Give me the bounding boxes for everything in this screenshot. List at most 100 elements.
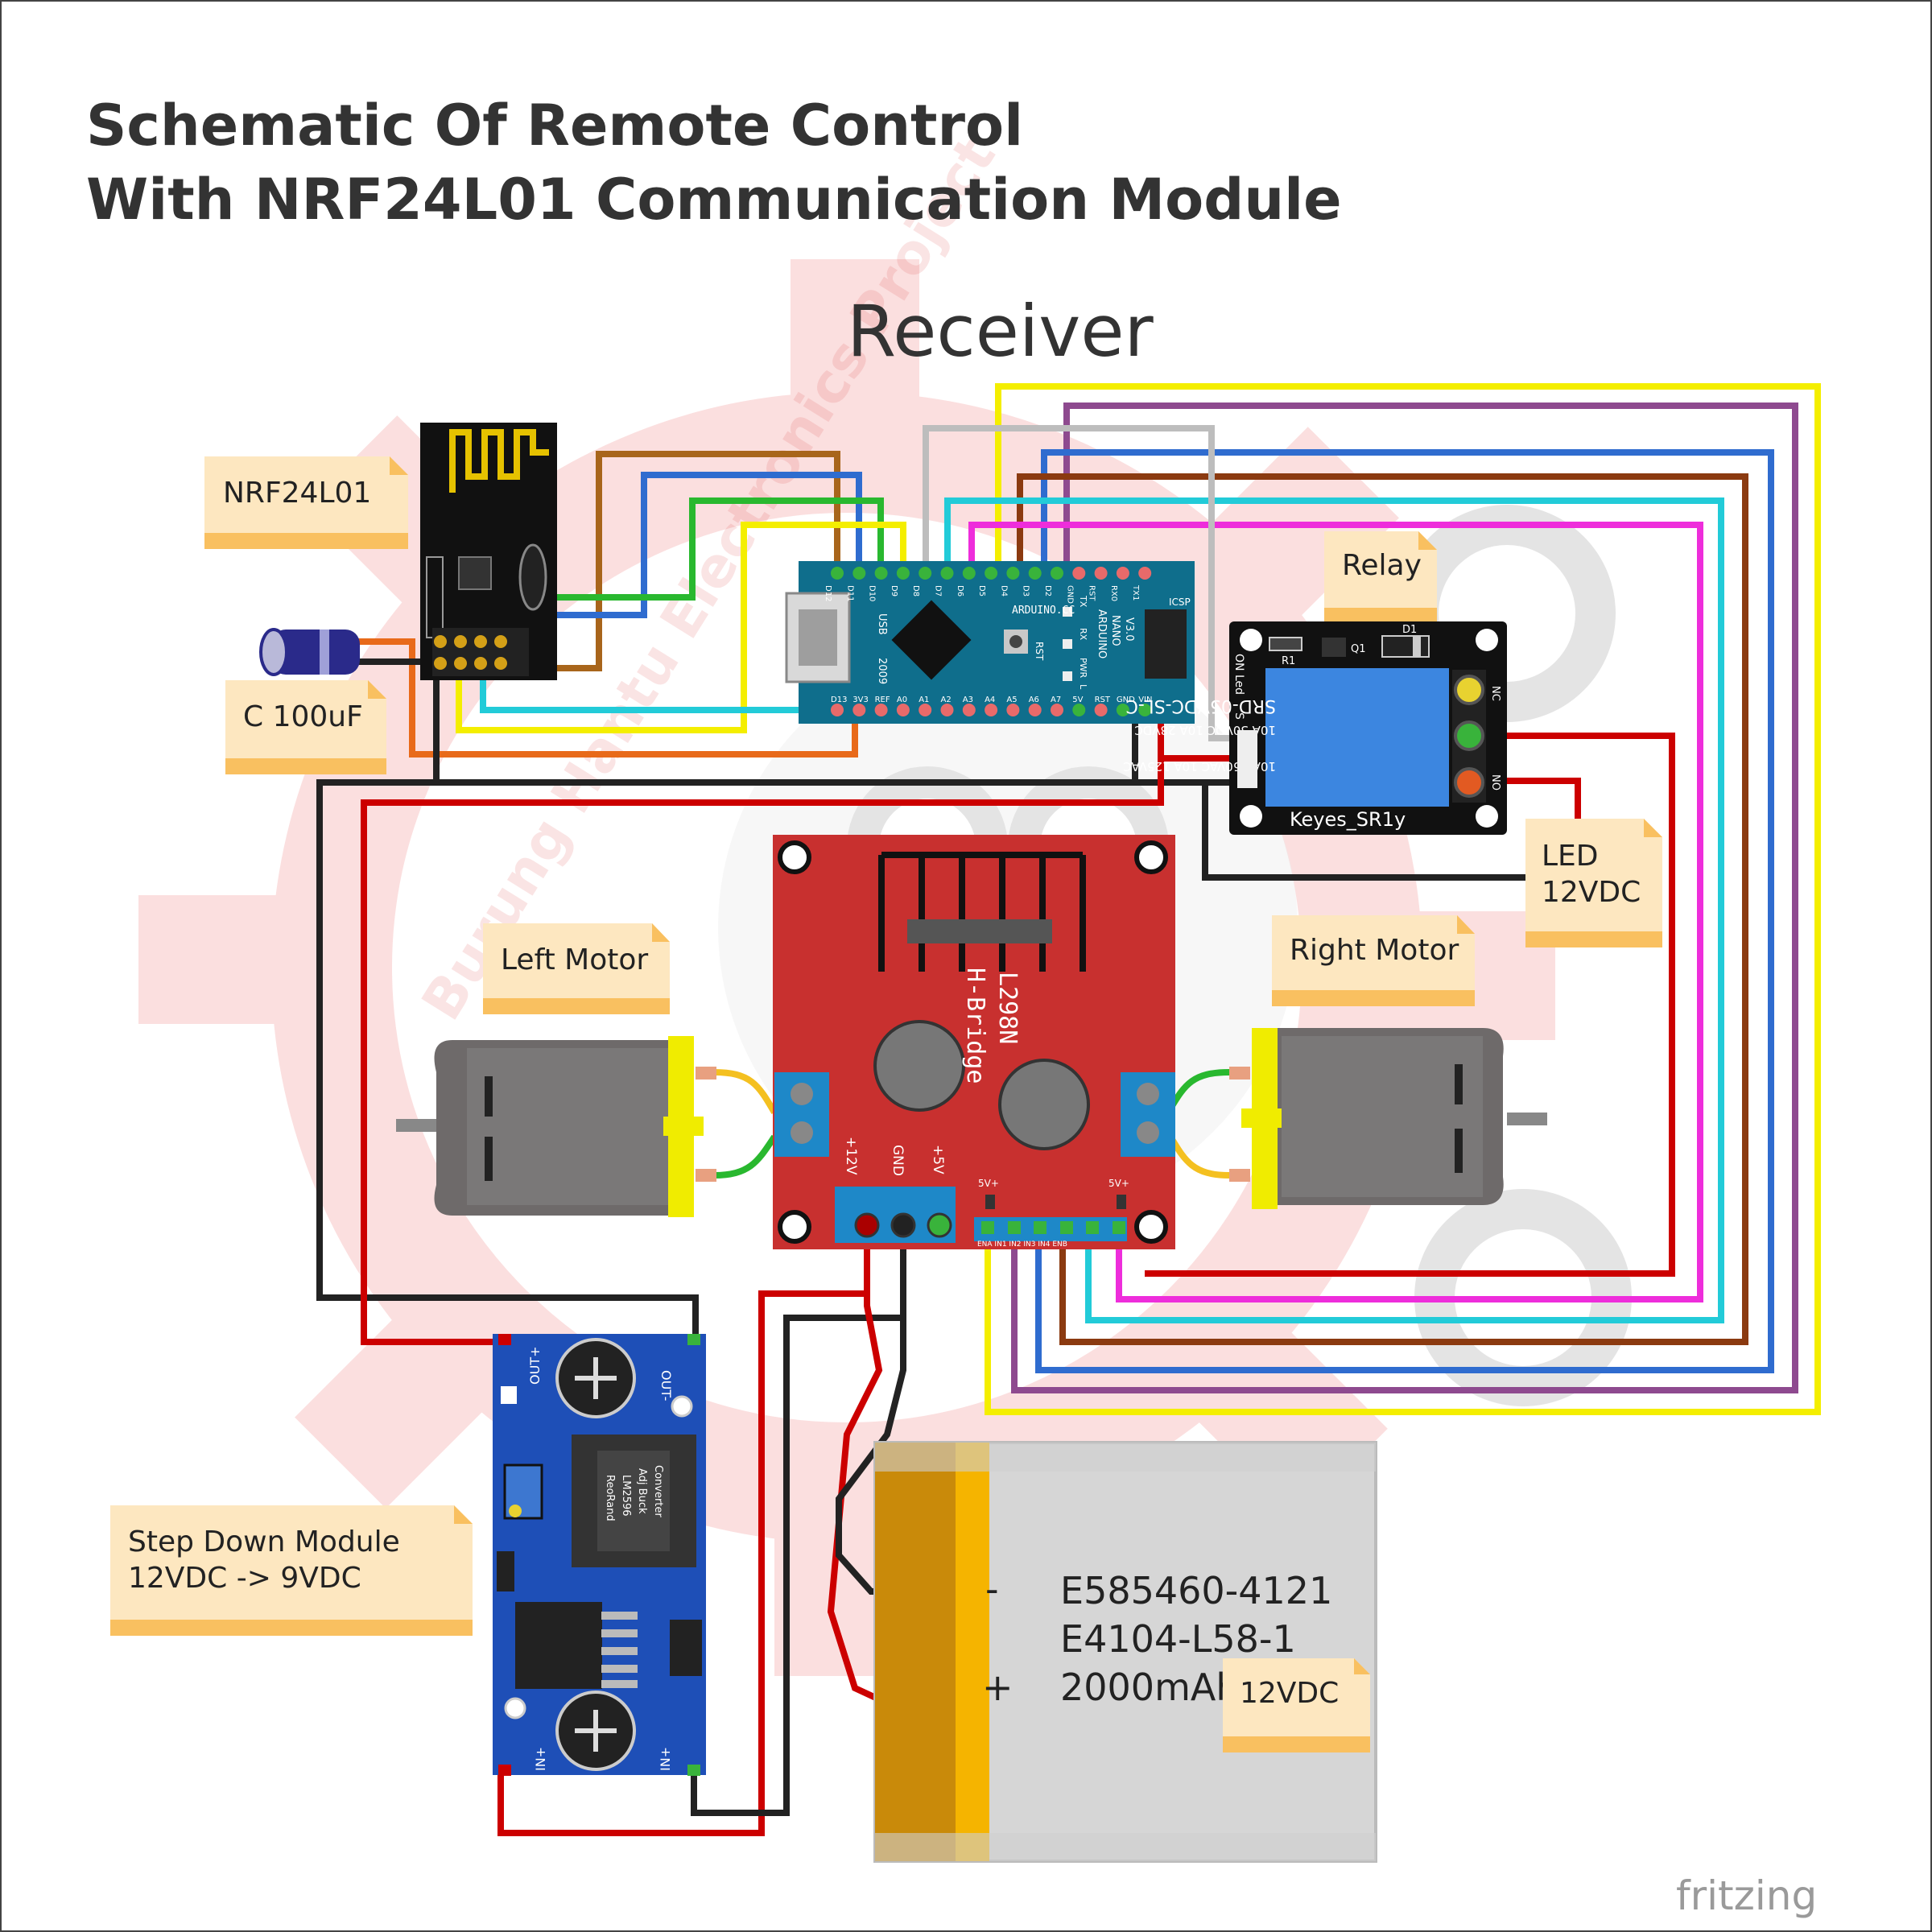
arduino-rx-label: RX <box>1078 628 1088 641</box>
title-line-1: Schematic Of Remote Control <box>86 93 1023 159</box>
hbridge-5v-label: +5V <box>930 1145 946 1174</box>
arduino-top-pin-label: D3 <box>1022 585 1030 597</box>
arduino-bottom-pin <box>962 704 976 716</box>
wire-magenta-outer <box>968 522 1703 1302</box>
note-nrf24l01-text: NRF24L01 <box>223 477 371 510</box>
relay-r1-label: R1 <box>1282 655 1295 667</box>
hbridge-pin-labels: ENA IN1 IN2 IN3 IN4 ENB <box>977 1241 1067 1249</box>
arduino-bottom-pin <box>1028 704 1042 716</box>
battery-label-2: E4104-L58-1 <box>1060 1617 1296 1661</box>
wire-purple-outer <box>1011 402 1798 1393</box>
note-led: LED 12VDC <box>1525 819 1662 947</box>
hbridge-gnd-label: GND <box>890 1145 906 1176</box>
subtitle-receiver: Receiver <box>847 290 1154 373</box>
arduino-bottom-pin-label: A4 <box>985 696 995 704</box>
lm2596-chip-label-3: Adj Buck <box>636 1468 648 1514</box>
right-motor <box>1229 1028 1547 1209</box>
arduino-bottom-pin <box>852 704 866 716</box>
battery-minus-label: - <box>985 1567 999 1611</box>
arduino-top-pin <box>874 567 888 580</box>
wire-red-vin <box>361 710 1164 1345</box>
arduino-bottom-pin <box>985 704 998 716</box>
wire-cyan-outer <box>944 497 1724 1323</box>
relay-module: R1 Q1 D1 SRD-05VDC-SL-C 10A 30VDC 10A 28… <box>1123 621 1507 835</box>
capacitor-100uf <box>259 628 360 676</box>
arduino-rst-label: RST <box>1034 642 1045 661</box>
arduino-bottom-pin-label: A1 <box>919 696 929 704</box>
hbridge-control-pins <box>981 1221 1125 1234</box>
hbridge-label-2: H-Bridge <box>961 968 989 1084</box>
lm2596-out-plus-label: OUT+ <box>527 1347 543 1385</box>
arduino-bottom-pin <box>940 704 954 716</box>
arduino-top-pin <box>1028 567 1042 580</box>
arduino-bottom-pin <box>1138 704 1152 716</box>
arduino-l-label: L <box>1078 684 1088 690</box>
arduino-bottom-pin-label: D13 <box>831 696 847 704</box>
note-step-down-text-2: 12VDC -> 9VDC <box>128 1562 361 1595</box>
arduino-bottom-pin <box>1072 704 1086 716</box>
lm2596-out-minus-label: OUT- <box>658 1370 674 1401</box>
note-capacitor: C 100uF <box>225 680 386 774</box>
arduino-bottom-pin-label: A2 <box>941 696 952 704</box>
arduino-model-label-2: NANO <box>1109 615 1121 646</box>
arduino-bottom-pin <box>1051 704 1063 716</box>
arduino-top-pin-label: D7 <box>934 585 943 597</box>
note-battery-voltage: 12VDC <box>1223 1658 1370 1752</box>
arduino-top-pin <box>919 567 932 580</box>
left-motor <box>396 1036 716 1217</box>
arduino-bottom-pin-label: A5 <box>1006 696 1017 704</box>
arduino-top-pin-label: D5 <box>977 585 986 597</box>
arduino-top-pin-label: D11 <box>845 585 854 601</box>
relay-nc-label: NC <box>1489 686 1501 701</box>
wire-ochre-nrf <box>478 451 840 671</box>
title-line-2: With NRF24L01 Communication Module <box>86 167 1342 233</box>
arduino-top-pin-label: D2 <box>1043 585 1052 597</box>
arduino-bottom-pin <box>896 704 910 716</box>
wire-brown-outer <box>1017 473 1748 1345</box>
lm2596-in-plus-right-label: IN+ <box>658 1747 673 1771</box>
arduino-bottom-pin <box>831 704 844 716</box>
l298n-hbridge: L298N H-Bridge +12V GND +5V 5V+ 5V+ ENA … <box>773 835 1175 1249</box>
wire-black-led <box>1202 782 1527 881</box>
relay-s-label: S <box>1232 712 1245 720</box>
arduino-top-pin <box>1094 567 1108 580</box>
relay-name-label: Keyes_SR1y <box>1290 808 1406 831</box>
hbridge-5v-right-label: 5V+ <box>1108 1178 1129 1189</box>
note-left-motor-text: Left Motor <box>501 943 648 976</box>
note-right-motor-text: Right Motor <box>1290 934 1459 967</box>
arduino-top-pin <box>896 567 910 580</box>
arduino-bottom-pin-label: 5V <box>1072 696 1083 704</box>
arduino-bottom-pin-label: 3V3 <box>852 696 869 704</box>
arduino-top-pin-label: TX1 <box>1131 584 1140 601</box>
arduino-bottom-pin-label: A7 <box>1051 696 1061 704</box>
lm2596-in-plus-left-label: IN+ <box>533 1747 548 1771</box>
wire-black-nrf-gnd <box>316 662 699 1342</box>
battery-plus-label: + <box>982 1666 1013 1709</box>
note-left-motor: Left Motor <box>483 923 670 1014</box>
arduino-year-label: 2009 <box>876 658 888 684</box>
arduino-tx-label: TX <box>1078 595 1088 608</box>
arduino-top-pin <box>985 567 998 580</box>
battery-label-1: E585460-4121 <box>1060 1569 1332 1612</box>
note-capacitor-text: C 100uF <box>243 700 363 733</box>
arduino-bottom-pin <box>919 704 932 716</box>
arduino-nano: USB 2009 ARDUINO.CC RST ARDUINO NANO V3.… <box>785 561 1195 724</box>
arduino-top-pin-label: D10 <box>868 585 877 601</box>
wire-yellow-outer <box>985 383 1821 1415</box>
arduino-bottom-pin-label: A0 <box>897 696 907 704</box>
nrf24l01-module <box>420 423 557 680</box>
note-step-down-text-1: Step Down Module <box>128 1525 400 1558</box>
arduino-top-pin-label: RX0 <box>1109 585 1118 601</box>
arduino-bottom-pin <box>1006 704 1020 716</box>
arduino-top-pin-label: D4 <box>999 585 1008 597</box>
arduino-bottom-pin-label: RST <box>1095 696 1111 704</box>
note-right-motor: Right Motor <box>1272 915 1475 1006</box>
arduino-pwr-label: PWR <box>1078 658 1088 679</box>
hbridge-5v-left-label: 5V+ <box>978 1178 999 1189</box>
wire-blue-nrf <box>478 472 862 618</box>
arduino-top-pin <box>852 567 866 580</box>
arduino-top-pin-label: GND <box>1065 585 1074 604</box>
wire-red-battery <box>827 1225 883 1702</box>
